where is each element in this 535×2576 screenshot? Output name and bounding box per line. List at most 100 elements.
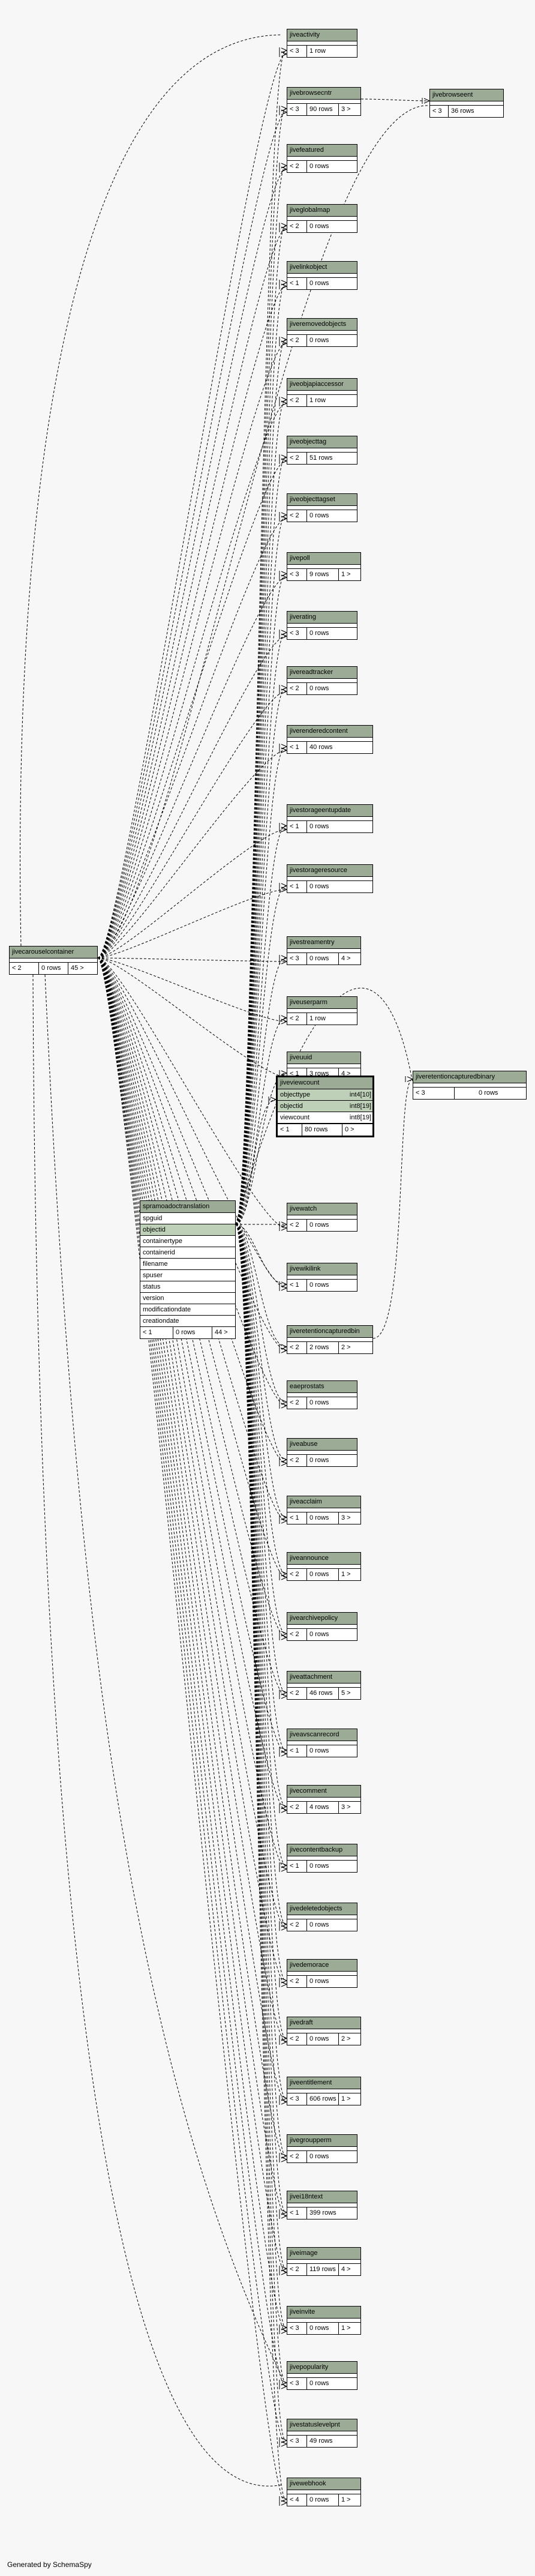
table-gap [287,1275,357,1280]
relationship-edge [235,1224,286,1518]
crowfoot-marker [279,283,287,289]
crowfoot-marker [279,2039,287,2045]
crowfoot-marker [279,1285,287,1291]
table-name: jiveactivity [287,29,357,41]
relationship-edge [235,825,286,1225]
column-row[interactable]: filename [140,1259,235,1270]
child-count: 1 > [341,2325,351,2332]
column-row[interactable]: objectid [140,1224,235,1236]
crowfoot-marker [279,1225,287,1231]
table-name: jiveobjecttag [287,436,357,448]
relationship-edge [235,1224,286,1460]
relationship-edge [97,286,286,958]
column-row[interactable]: creationdate [140,1316,235,1326]
parent-count: < 2 [287,1397,307,1409]
child-count: 4 > [341,2266,351,2273]
column-type: int8[19] [349,1103,371,1110]
row-count: 2 rows [307,1342,339,1353]
table-jivecarouselcontainer[interactable]: jivecarouselcontainer < 2 0 rows 45 > [9,946,98,975]
column-row[interactable]: modificationdate [140,1304,235,1316]
table-jivebrowseent[interactable]: jivebrowseent < 3 36 rows [429,89,504,118]
crowfoot-marker [279,1981,287,1987]
table-jiveviewcount[interactable]: jiveviewcount objecttype int4[10] object… [276,1076,374,1137]
column-row[interactable]: status [140,1281,235,1293]
column-row[interactable]: objectid int8[19] [278,1101,372,1112]
column-row[interactable]: containerid [140,1247,235,1259]
relationship-edge [97,957,286,1928]
table-gap [287,2089,360,2093]
table-name: jivefeatured [287,145,357,157]
table-gap [287,1565,360,1569]
column-row[interactable]: viewcount int8[19] [278,1112,372,1124]
column-row[interactable]: spguid [140,1213,235,1224]
child-count: 2 > [341,1344,351,1351]
crowfoot-marker [279,2500,287,2506]
row-count: 1 row [309,1015,326,1022]
relationship-edge [235,632,286,1225]
column-row[interactable]: version [140,1293,235,1304]
table-jiveretentioncapturedbinary[interactable]: jiveretentioncapturedbinary < 3 0 rows [413,1071,527,1100]
relationship-edge [235,957,286,1225]
row-count: 0 rows [307,2033,339,2045]
column-type: int4[10] [349,1091,371,1098]
relationship-edge [235,1224,286,2039]
parent-count: < 1 [287,2207,307,2219]
column-row[interactable]: objecttype int4[10] [278,1089,372,1101]
crowfoot-marker [279,688,287,694]
relationship-edge [235,687,286,1225]
relationship-edge [235,1224,286,2441]
relationship-edge [235,165,286,1225]
parent-count: < 1 [287,278,307,289]
table-gap [287,2260,360,2264]
column-row[interactable]: containertype [140,1236,235,1247]
relationship-edge [235,1224,286,1693]
column-row[interactable]: spuser [140,1270,235,1281]
